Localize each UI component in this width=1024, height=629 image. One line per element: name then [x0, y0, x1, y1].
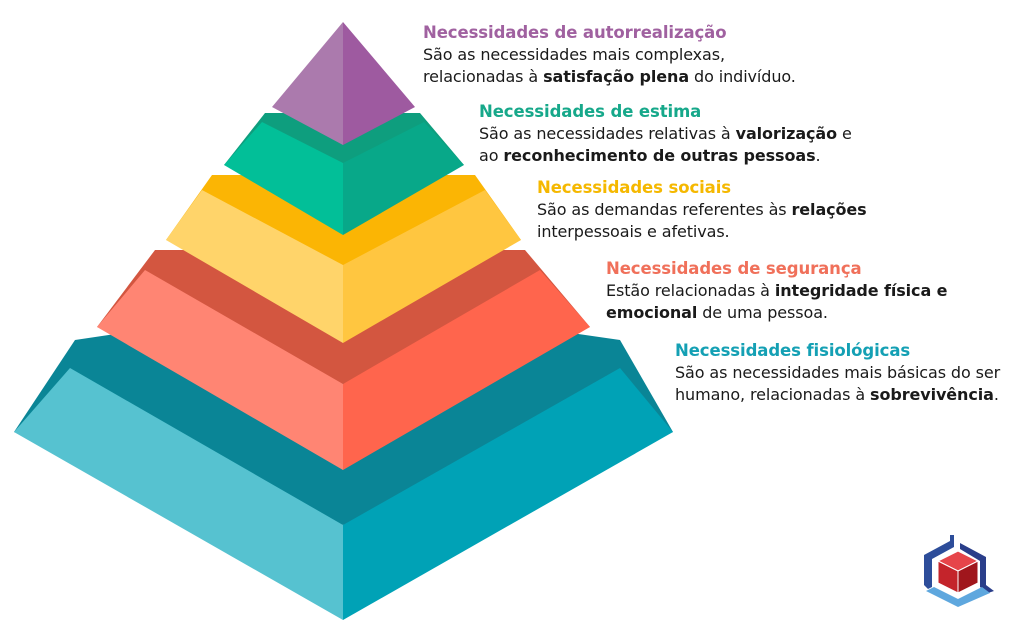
level-description-line: interpessoais e afetivas.: [537, 222, 730, 241]
level-description-line: Estão relacionadas à integridade física …: [606, 281, 948, 300]
level-description-line: emocional de uma pessoa.: [606, 303, 828, 322]
level-sociais-text: Necessidades sociais São as demandas ref…: [537, 177, 867, 243]
level-description-line: São as necessidades mais complexas,: [423, 45, 725, 64]
level-description-line: São as demandas referentes às relações: [537, 200, 867, 219]
level-description-line: humano, relacionadas à sobrevivência.: [675, 385, 999, 404]
tier-sociais: [166, 175, 521, 343]
level-description-line: São as necessidades relativas à valoriza…: [479, 124, 852, 143]
level-title: Necessidades fisiológicas: [675, 341, 911, 360]
level-seguranca-text: Necessidades de segurança Estão relacion…: [606, 258, 947, 324]
level-estima-text: Necessidades de estima São as necessidad…: [479, 101, 852, 167]
tier-autorrealizacao: [272, 22, 415, 145]
level-description-line: São as necessidades mais básicas do ser: [675, 363, 1001, 382]
level-title: Necessidades sociais: [537, 178, 731, 197]
level-title: Necessidades de estima: [479, 102, 702, 121]
level-title: Necessidades de autorrealização: [423, 23, 727, 42]
pyramid-diagram: [14, 22, 673, 620]
level-description-line: relacionadas à satisfação plena do indiv…: [423, 67, 796, 86]
level-autorrealizacao-text: Necessidades de autorrealização São as n…: [423, 22, 796, 88]
level-title: Necessidades de segurança: [606, 259, 862, 278]
level-fisiologicas-text: Necessidades fisiológicas São as necessi…: [675, 340, 1000, 406]
cube-hexagon-logo-icon: [924, 535, 994, 607]
level-description-line: ao reconhecimento de outras pessoas.: [479, 146, 821, 165]
